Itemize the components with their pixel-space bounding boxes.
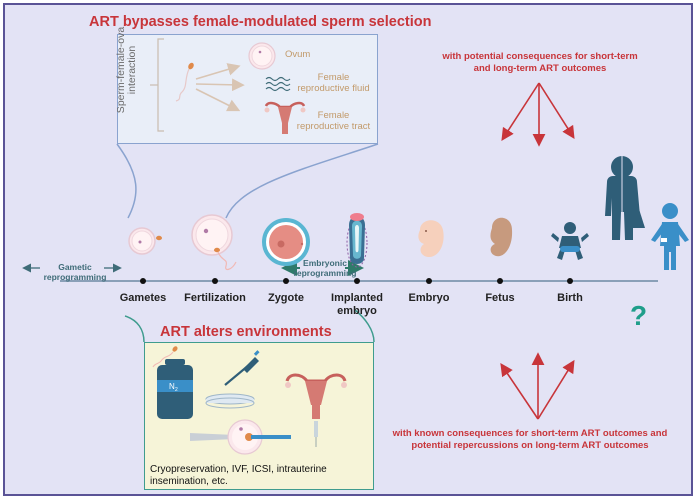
stage-text: Gametes [119, 292, 167, 304]
upper-consequences-note: with potential consequences for short-te… [420, 51, 660, 75]
fluid-label: Female reproductive fluid [296, 72, 371, 94]
adult-figure-icon [605, 155, 645, 240]
sperm-selection-panel [117, 34, 378, 144]
unknown-outcome-question-mark: ? [630, 300, 648, 331]
dot-implanted [354, 278, 360, 284]
zygote-icon [262, 218, 310, 266]
gametic-line2: reprogramming [43, 272, 107, 282]
side-label-line2: interaction [126, 45, 138, 95]
inset-connector-left [116, 143, 137, 219]
pipette-icon [224, 350, 260, 386]
dot-embryo [426, 278, 432, 284]
sperm-small-icon [152, 346, 178, 368]
stage-text: Birth [557, 292, 583, 304]
n2-subscript: 2 [175, 387, 178, 393]
implanted-embryo-icon [346, 213, 368, 268]
tract-label-line2: reproductive tract [296, 121, 371, 132]
upper-arrows [501, 82, 575, 147]
embryonic-reprogramming-label: Embryonic reprogramming [290, 258, 360, 278]
lower-consequences-note: with known consequences for short-term A… [370, 428, 690, 452]
lower-note-line2: potential repercussions on long-term ART… [411, 440, 649, 451]
gametes-icon [128, 227, 162, 255]
stage-label-implanted-embryo: Implanted embryo [325, 292, 389, 318]
ovum-label-text: Ovum [285, 49, 311, 60]
stage-text: Zygote [267, 292, 305, 304]
embryonic-line2: reprogramming [293, 268, 357, 278]
environments-title: ART alters environments [160, 324, 332, 340]
env-connector-left [124, 315, 145, 343]
env-desc-line1: Cryopreservation, IVF, ICSI, intrauterin… [150, 464, 327, 475]
gametic-reprogramming-label: Gametic reprogramming [40, 262, 110, 282]
n2-label: N [169, 382, 175, 391]
fluid-icon [265, 76, 291, 92]
fluid-label-line2: reproductive fluid [297, 83, 370, 94]
environments-description: Cryopreservation, IVF, ICSI, intrauterin… [150, 464, 370, 488]
child-figure-icon [651, 203, 689, 270]
sperm-icon [175, 62, 194, 102]
sperm-female-ova-label: Sperm-female-ova interaction [115, 20, 138, 120]
stage-text-2: embryo [337, 305, 377, 317]
dot-birth [567, 278, 573, 284]
stage-text: Embryo [408, 292, 450, 304]
dot-gametes [140, 278, 146, 284]
stage-label-fetus: Fetus [470, 292, 530, 305]
upper-note-line2: and long-term ART outcomes [473, 63, 607, 74]
icsi-icon [190, 419, 291, 455]
dot-fetus [497, 278, 503, 284]
uterus-syringe-icon [285, 373, 347, 447]
fertilization-icon [191, 214, 237, 271]
tract-label-line1: Female [317, 110, 350, 121]
tract-label: Female reproductive tract [296, 110, 371, 132]
timeline-dots [140, 278, 573, 284]
env-connector-right [354, 309, 375, 343]
petri-dish-icon [205, 393, 255, 409]
inset-illustration [150, 38, 306, 134]
embryonic-line1: Embryonic [303, 258, 347, 268]
upper-note-line1: with potential consequences for short-te… [442, 51, 638, 62]
ovum-icon [248, 42, 276, 70]
stage-label-zygote: Zygote [256, 292, 316, 305]
dot-fertilization [212, 278, 218, 284]
env-desc-line2: insemination, etc. [150, 476, 228, 487]
fluid-label-line1: Female [317, 72, 350, 83]
stage-label-birth: Birth [540, 292, 600, 305]
nitrogen-tank-icon: N 2 [157, 359, 193, 419]
stage-text: Fetus [485, 292, 515, 304]
ovum-label: Ovum [285, 49, 310, 60]
fetus-icon [490, 217, 513, 257]
uterus-icon [264, 101, 306, 134]
gametic-line1: Gametic [58, 262, 92, 272]
embryo-icon [418, 220, 444, 258]
lower-note-line1: with known consequences for short-term A… [392, 428, 668, 439]
inset-connector-right [225, 143, 379, 219]
lower-arrows [500, 352, 575, 420]
stage-label-embryo: Embryo [399, 292, 459, 305]
env-illustration: N 2 [152, 346, 347, 455]
stage-label-fertilization: Fertilization [180, 292, 250, 305]
stage-text: Fertilization [184, 292, 246, 304]
sperm-selection-title: ART bypasses female-modulated sperm sele… [89, 14, 432, 30]
stage-text: Implanted [331, 292, 383, 304]
stage-label-gametes: Gametes [113, 292, 173, 305]
environments-panel: N 2 [144, 342, 374, 490]
dot-zygote [283, 278, 289, 284]
baby-icon [551, 222, 589, 260]
